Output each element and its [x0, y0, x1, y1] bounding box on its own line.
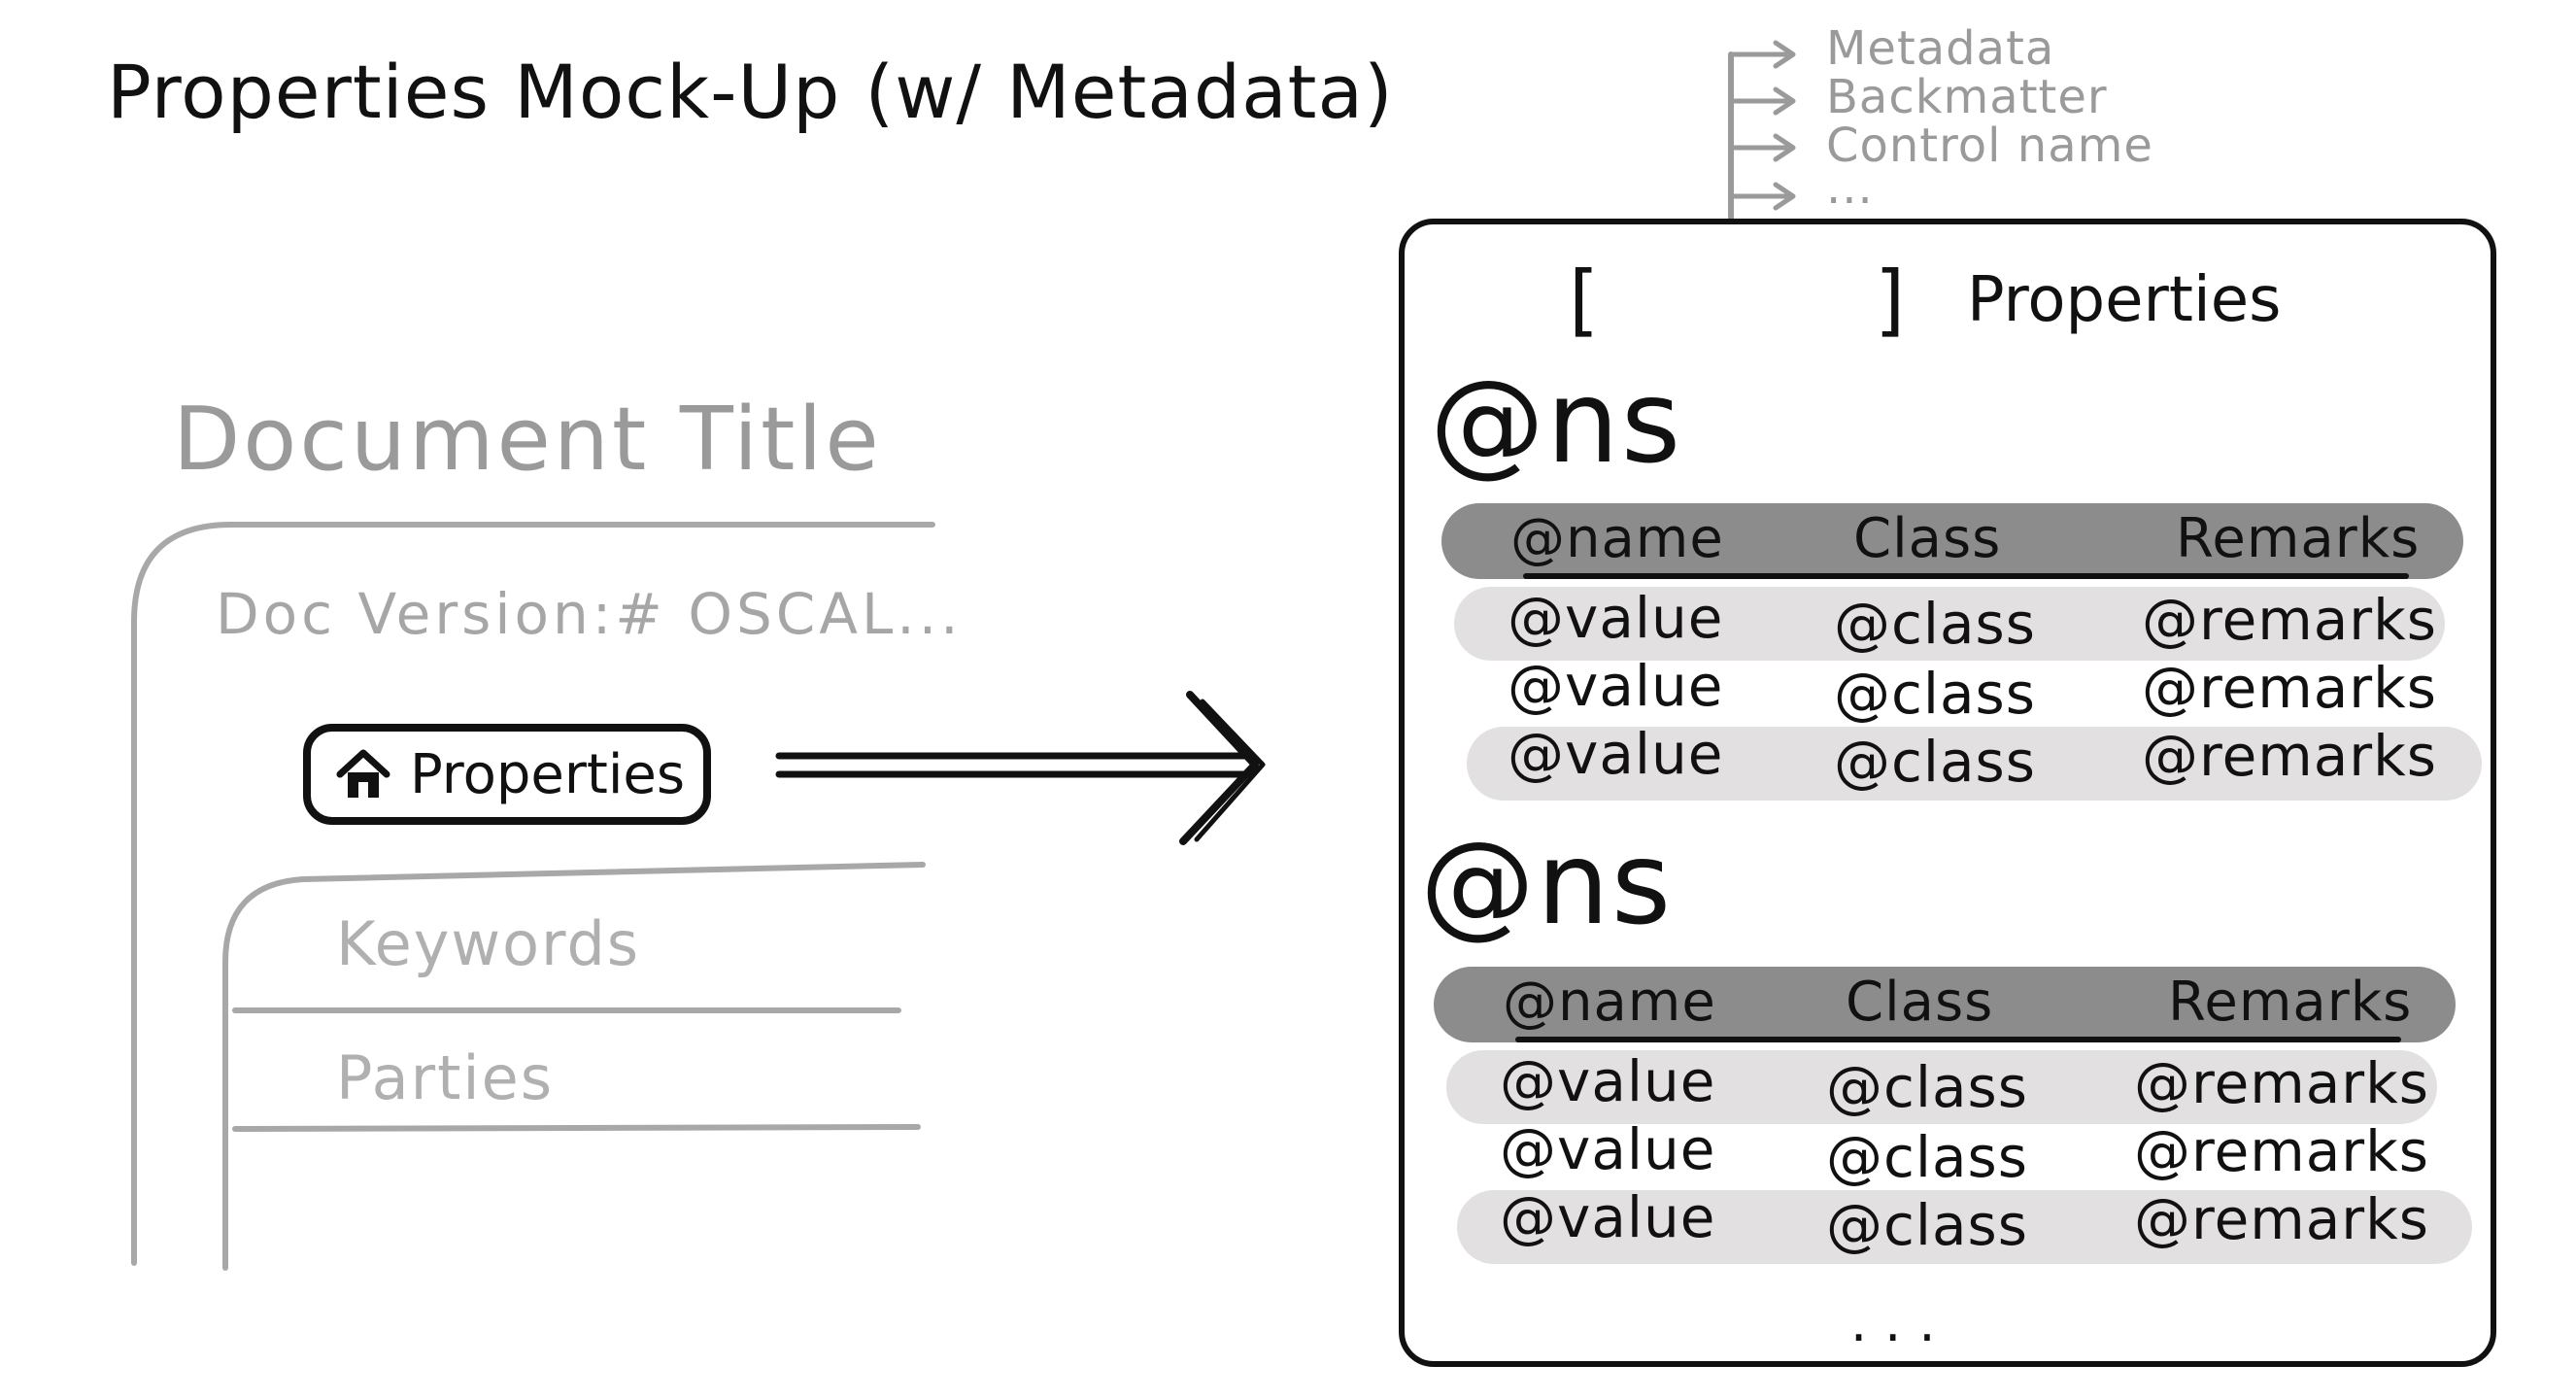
dropdown-option-backmatter[interactable]: Backmatter: [1826, 70, 2108, 124]
document-title: Document Title: [173, 389, 882, 491]
table-row-shade: [1457, 1190, 2472, 1264]
column-header-class: Class: [1853, 507, 2002, 570]
doc-version-line: Doc Version:# OSCAL...: [216, 581, 963, 647]
table-cell: @class: [1826, 1054, 2028, 1120]
column-header-remarks: Remarks: [2168, 971, 2413, 1034]
properties-button-label: Properties: [410, 742, 686, 806]
properties-button[interactable]: Properties: [303, 724, 711, 825]
table-cell: @value: [1500, 1184, 1716, 1250]
table-cell: @remarks: [2142, 587, 2437, 653]
dropdown-bracket-close[interactable]: ]: [1875, 255, 1906, 345]
table-cell: @value: [1508, 585, 1724, 651]
table-cell: @class: [1826, 1124, 2028, 1190]
dropdown-option-more[interactable]: ...: [1826, 160, 1874, 215]
home-icon: [334, 745, 392, 803]
column-header-name: @name: [1510, 507, 1724, 570]
table-cell: @value: [1508, 721, 1724, 787]
more-ellipsis: ...: [1850, 1292, 1953, 1353]
table-header-bar: [1441, 503, 2463, 579]
namespace-heading: @ns: [1420, 816, 1674, 950]
table-cell: @remarks: [2142, 655, 2437, 721]
table-cell: @class: [1834, 729, 2036, 795]
table-cell: @value: [1500, 1116, 1716, 1182]
table-cell: @remarks: [2134, 1118, 2429, 1184]
panel-title: Properties: [1967, 264, 2282, 336]
column-header-remarks: Remarks: [2176, 507, 2421, 570]
table-cell: @remarks: [2134, 1186, 2429, 1252]
dropdown-bracket-open[interactable]: [: [1569, 255, 1600, 345]
table-header-bar: [1434, 967, 2456, 1042]
column-header-class: Class: [1846, 971, 1994, 1034]
table-cell: @class: [1834, 661, 2036, 727]
column-header-name: @name: [1503, 971, 1716, 1034]
dropdown-option-metadata[interactable]: Metadata: [1826, 21, 2055, 76]
header-underline: [1523, 573, 2409, 579]
namespace-heading: @ns: [1430, 355, 1683, 489]
dropdown-option-control-name[interactable]: Control name: [1826, 119, 2153, 173]
page-title: Properties Mock-Up (w/ Metadata): [107, 49, 1394, 135]
table-row-shade: [1454, 587, 2445, 661]
table-cell: @remarks: [2134, 1050, 2429, 1116]
nav-item-parties[interactable]: Parties: [336, 1042, 555, 1113]
table-cell: @class: [1826, 1192, 2028, 1258]
nav-item-keywords[interactable]: Keywords: [336, 908, 641, 979]
table-cell: @remarks: [2142, 723, 2437, 789]
table-cell: @value: [1500, 1048, 1716, 1114]
table-row-shade: [1467, 727, 2482, 801]
table-cell: @value: [1508, 653, 1724, 719]
table-row-shade: [1446, 1050, 2437, 1124]
header-underline: [1515, 1037, 2401, 1042]
table-cell: @class: [1834, 591, 2036, 657]
